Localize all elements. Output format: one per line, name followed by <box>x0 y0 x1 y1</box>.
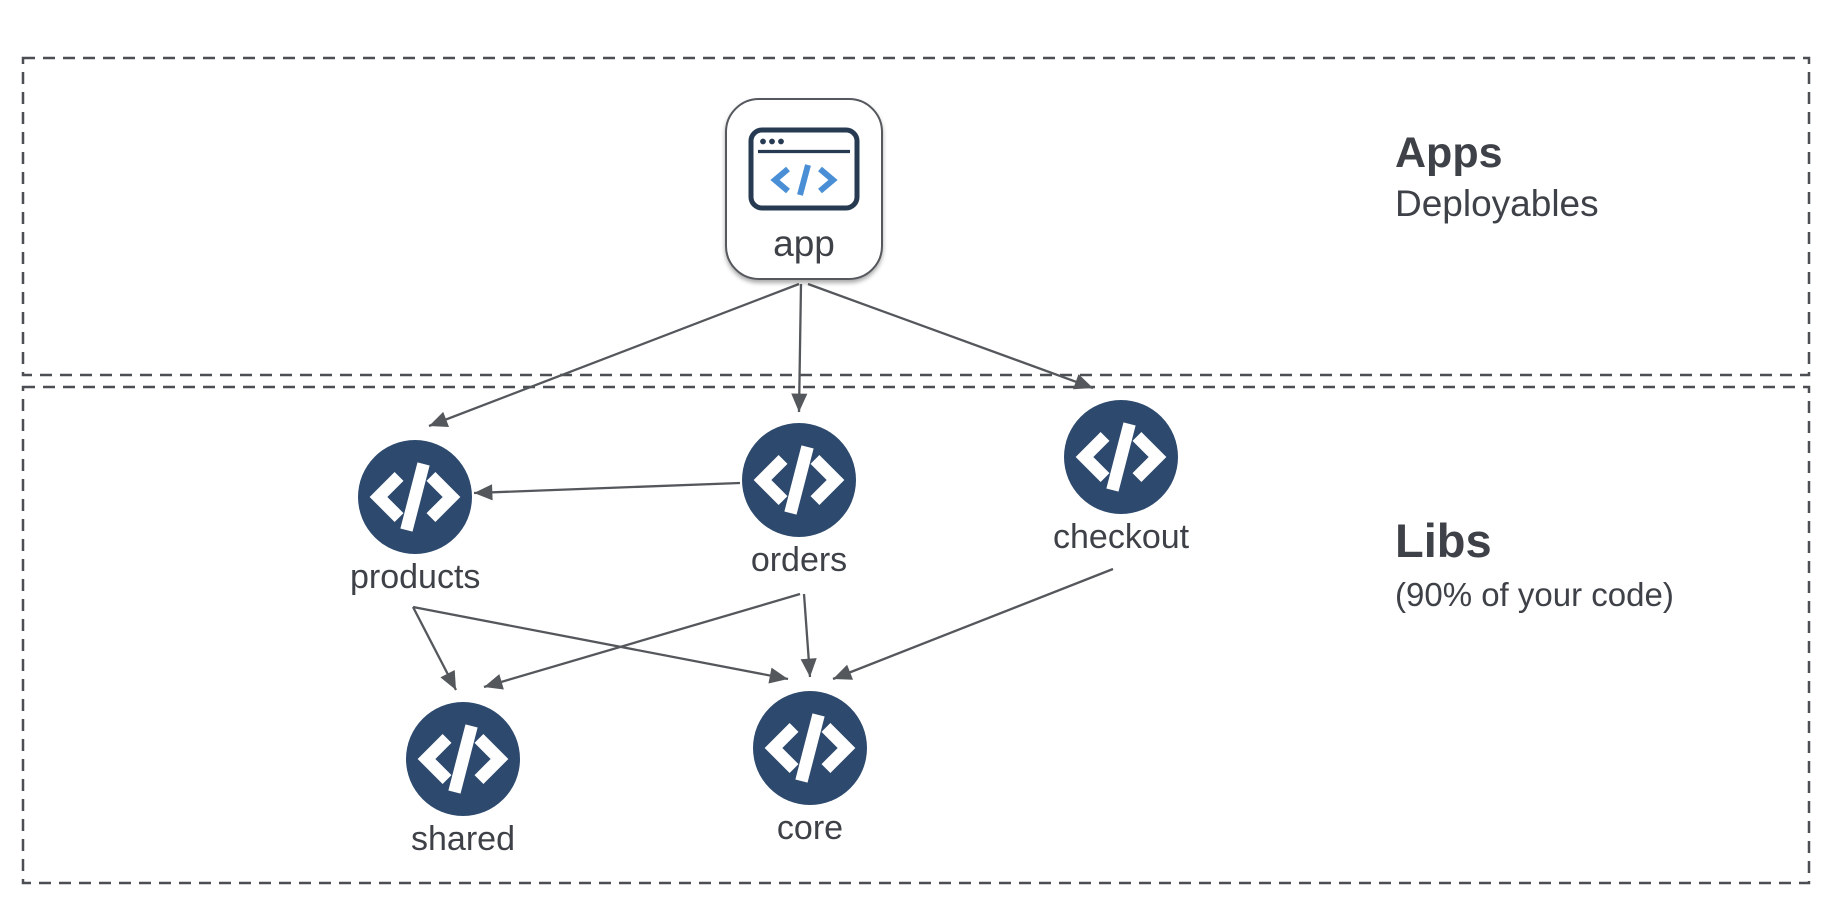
code-icon <box>1064 400 1179 514</box>
libs-section-label: Libs (90% of your code) <box>1395 514 1674 614</box>
edge-orders-to-products <box>473 481 741 501</box>
node-products: products <box>350 440 480 594</box>
node-app: app <box>725 98 883 280</box>
libs-section-subtitle: (90% of your code) <box>1395 575 1674 613</box>
browser-code-icon <box>748 127 860 211</box>
apps-section-title: Apps <box>1395 129 1503 177</box>
node-core: core <box>753 691 867 845</box>
dependency-arrows <box>411 282 1114 691</box>
node-orders: orders <box>742 423 856 577</box>
node-products-label: products <box>350 558 481 596</box>
node-orders-label: orders <box>750 541 848 579</box>
edge-app-to-products <box>428 282 800 428</box>
node-checkout-label: checkout <box>1053 518 1190 556</box>
section-boxes <box>21 56 1811 885</box>
libs-section-title: Libs <box>1395 514 1492 567</box>
libs-section-box <box>21 385 1811 885</box>
code-icon <box>358 440 473 554</box>
node-core-label: core <box>776 809 844 847</box>
edge-orders-to-shared <box>483 592 801 690</box>
edge-orders-to-core <box>800 593 817 678</box>
node-shared: shared <box>406 702 520 856</box>
code-icon <box>753 691 867 805</box>
edge-checkout-to-core <box>832 567 1114 681</box>
code-icon <box>742 423 856 537</box>
apps-section-subtitle: Deployables <box>1395 183 1599 225</box>
edge-products-to-shared <box>411 606 458 691</box>
edge-app-to-checkout <box>807 282 1094 390</box>
edge-app-to-orders <box>791 283 808 413</box>
apps-section-box <box>21 56 1811 377</box>
code-icon <box>406 702 520 816</box>
node-shared-label: shared <box>411 820 515 858</box>
apps-section-label: Apps Deployables <box>1395 130 1599 225</box>
node-checkout: checkout <box>1053 400 1189 554</box>
edge-products-to-core <box>412 605 789 684</box>
node-app-label: app <box>773 223 835 264</box>
